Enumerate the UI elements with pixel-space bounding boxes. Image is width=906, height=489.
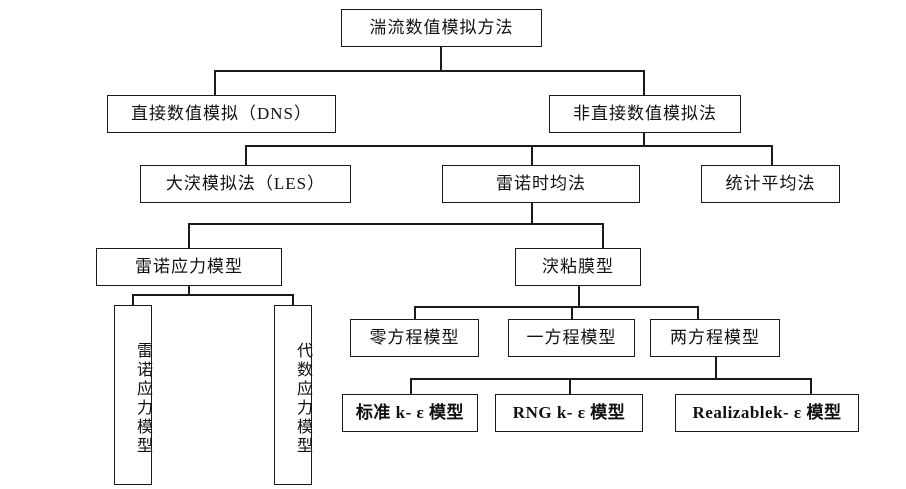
connector-two-eq-bar	[410, 378, 811, 380]
connector-bar-to-eddy-viscosity-model	[602, 223, 604, 249]
node-standard-k-epsilon-model: 标准 k- ε 模型	[342, 394, 478, 432]
connector-bar-to-standard-ke	[410, 378, 412, 395]
connector-root-to-dns	[214, 70, 216, 96]
node-algebraic-stress-model-vertical: 代数应力模型	[274, 305, 312, 485]
node-reynolds-stress-model: 雷诺应力模型	[96, 248, 282, 286]
connector-bar-to-realizable-ke	[810, 378, 812, 395]
connector-rsm-stem	[188, 286, 190, 295]
connector-bar-to-rans	[531, 145, 533, 166]
connector-bar-to-one-eq	[571, 306, 573, 320]
connector-non-dns-stem	[643, 133, 645, 146]
connector-bar-to-two-eq	[697, 306, 699, 320]
node-statistical-average: 统计平均法	[701, 165, 840, 203]
node-direct-numerical-simulation: 直接数值模拟（DNS）	[107, 95, 336, 133]
connector-two-eq-stem	[715, 357, 717, 379]
connector-evm-stem	[578, 286, 580, 307]
node-reynolds-averaged: 雷诺时均法	[442, 165, 640, 203]
connector-bar-to-reynolds-stress-model	[188, 223, 190, 249]
connector-rans-stem	[531, 203, 533, 224]
node-zero-equation-model: 零方程模型	[350, 319, 479, 357]
connector-root-stem	[440, 47, 442, 71]
connector-root-to-non-dns	[643, 70, 645, 96]
node-non-direct-numerical-simulation: 非直接数值模拟法	[549, 95, 741, 133]
connector-non-dns-bar	[245, 145, 772, 147]
connector-root-bar	[214, 70, 644, 72]
node-large-eddy-simulation: 大涋模拟法（LES）	[140, 165, 351, 203]
connector-bar-to-stat-avg	[771, 145, 773, 166]
connector-bar-to-zero-eq	[414, 306, 416, 320]
connector-evm-bar	[414, 306, 698, 308]
connector-bar-to-asm-vertical	[292, 294, 294, 306]
node-one-equation-model: 一方程模型	[508, 319, 635, 357]
node-two-equation-model: 两方程模型	[650, 319, 780, 357]
connector-rans-bar	[188, 223, 603, 225]
node-rng-k-epsilon-model: RNG k- ε 模型	[495, 394, 643, 432]
node-realizable-k-epsilon-model: Realizablek- ε 模型	[675, 394, 859, 432]
connector-bar-to-les	[245, 145, 247, 166]
node-reynolds-stress-model-vertical: 雷诺应力模型	[114, 305, 152, 485]
node-eddy-viscosity-model: 涋粘膜型	[515, 248, 641, 286]
connector-rsm-bar	[132, 294, 293, 296]
node-turbulence-numerical-simulation-methods: 湍流数值模拟方法	[341, 9, 542, 47]
connector-bar-to-rng-ke	[569, 378, 571, 395]
connector-bar-to-rsm-vertical	[132, 294, 134, 306]
